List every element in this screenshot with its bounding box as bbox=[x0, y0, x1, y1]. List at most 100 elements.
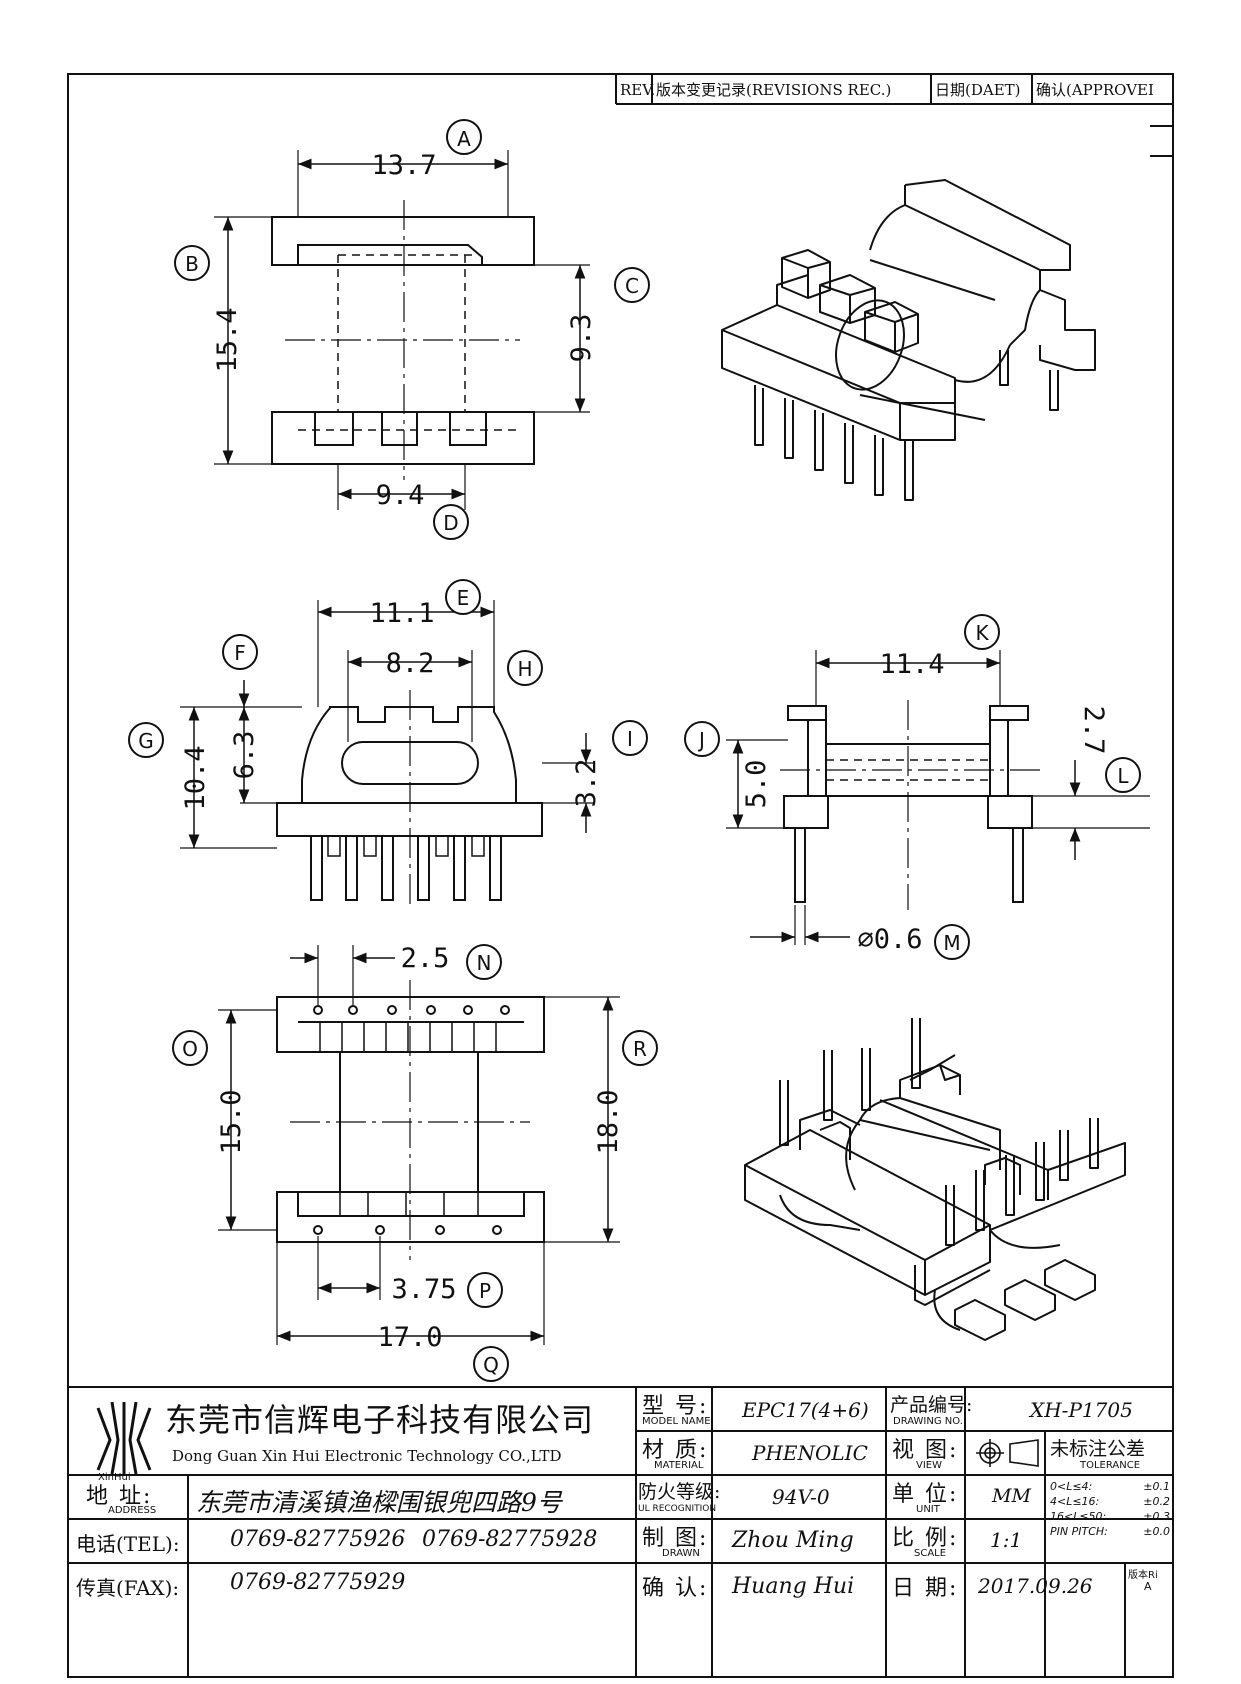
tolerance-row: PIN PITCH:±0.0 bbox=[1050, 1525, 1170, 1538]
svg-text:P: P bbox=[479, 1279, 491, 1303]
dim-E-value: 11.1 bbox=[369, 598, 434, 629]
fax-value: 0769-82775929 bbox=[230, 1570, 406, 1595]
svg-text:M: M bbox=[943, 931, 960, 955]
svg-text:A: A bbox=[457, 127, 471, 151]
material-sub: MATERIAL bbox=[654, 1460, 704, 1471]
dim-O: O bbox=[172, 1030, 208, 1066]
material-value: PHENOLIC bbox=[752, 1441, 868, 1465]
svg-text:H: H bbox=[517, 657, 532, 681]
unit-label: 单 位: bbox=[892, 1482, 959, 1507]
tolerance-row: 4<L≤16:±0.2 bbox=[1050, 1495, 1170, 1508]
version-label: 版本Ri bbox=[1128, 1570, 1158, 1581]
dim-C-value: 9.3 bbox=[566, 314, 597, 363]
ul-sub: UL RECOGNITION bbox=[638, 1504, 717, 1514]
projection-symbol-icon bbox=[976, 1439, 1039, 1467]
bottom-view bbox=[218, 945, 620, 1345]
dim-B-value: 15.4 bbox=[212, 307, 243, 372]
dim-B: B bbox=[174, 245, 210, 281]
svg-text:L: L bbox=[1117, 764, 1129, 788]
material-label: 材 质: bbox=[642, 1438, 709, 1463]
dim-R-value: 18.0 bbox=[593, 1089, 624, 1154]
dim-G: G bbox=[128, 722, 164, 758]
date-header-label: 日期(DAET) bbox=[935, 81, 1021, 99]
drawing-no-label: 产品编号: bbox=[890, 1394, 973, 1416]
svg-text:E: E bbox=[457, 586, 470, 610]
tolerance-row: 16<L≤50:±0.3 bbox=[1050, 1510, 1170, 1523]
svg-text:R: R bbox=[633, 1037, 647, 1061]
dim-I-value: 3.2 bbox=[571, 759, 602, 808]
dim-P: P bbox=[467, 1272, 503, 1308]
dim-D: D bbox=[433, 504, 469, 540]
view-sub: VIEW bbox=[916, 1460, 942, 1471]
date-label: 日 期: bbox=[892, 1576, 959, 1601]
company-name-cn: 东莞市信辉电子科技有限公司 bbox=[165, 1401, 595, 1439]
tel-label: 电话(TEL): bbox=[76, 1532, 180, 1556]
svg-text:Q: Q bbox=[483, 1353, 499, 1377]
dim-N-value: 2.5 bbox=[401, 943, 450, 974]
ul-label: 防火等级: bbox=[638, 1481, 721, 1503]
drawn-value: Zhou Ming bbox=[732, 1528, 854, 1553]
dim-L-value: 2.7 bbox=[1078, 706, 1109, 755]
revisions-label: 版本变更记录(REVISIONS REC.) bbox=[656, 81, 891, 99]
approve-header-label: 确认(APPROVEI bbox=[1036, 81, 1154, 99]
svg-text:J: J bbox=[697, 728, 705, 752]
unit-value: MM bbox=[992, 1485, 1031, 1507]
revision-table bbox=[615, 74, 1173, 157]
dim-P-value: 3.75 bbox=[391, 1274, 456, 1305]
drawn-label: 制 图: bbox=[642, 1526, 709, 1551]
tel-1: 0769-82775926 bbox=[230, 1527, 406, 1552]
dim-C: C bbox=[614, 267, 650, 303]
scale-label: 比 例: bbox=[892, 1526, 959, 1551]
view-label: 视 图: bbox=[892, 1438, 959, 1463]
scale-sub: SCALE bbox=[914, 1548, 947, 1559]
dim-Q: Q bbox=[473, 1346, 509, 1382]
confirm-value: Huang Hui bbox=[732, 1574, 855, 1599]
dim-R: R bbox=[622, 1030, 658, 1066]
scale-value: 1:1 bbox=[990, 1528, 1023, 1552]
fax-label: 传真(FAX): bbox=[76, 1576, 180, 1600]
dim-N: N bbox=[466, 944, 502, 980]
svg-text:O: O bbox=[182, 1037, 198, 1061]
dim-O-value: 15.0 bbox=[216, 1089, 247, 1154]
svg-text:N: N bbox=[477, 951, 492, 975]
svg-text:I: I bbox=[627, 727, 633, 751]
dim-K: K bbox=[964, 614, 1000, 650]
dim-L: L bbox=[1105, 757, 1141, 793]
rev-label: REV. bbox=[620, 81, 655, 99]
dim-J-value: 5.0 bbox=[741, 760, 772, 809]
svg-text:K: K bbox=[975, 621, 989, 645]
drawn-sub: DRAWN bbox=[662, 1548, 700, 1559]
model-label: 型 号: bbox=[642, 1394, 709, 1419]
address-label: 地 址: bbox=[86, 1484, 153, 1509]
title-block-grid bbox=[68, 1386, 1173, 1677]
isometric-view-bottom bbox=[744, 1018, 1126, 1341]
ul-value: 94V-0 bbox=[772, 1485, 830, 1509]
svg-text:G: G bbox=[138, 729, 154, 753]
model-value: EPC17(4+6) bbox=[742, 1398, 869, 1422]
date-value: 2017.09.26 bbox=[978, 1574, 1093, 1598]
xinhui-logo bbox=[96, 1401, 152, 1475]
svg-text:F: F bbox=[234, 641, 246, 665]
front-view-top bbox=[214, 150, 590, 510]
drawing-no-sub: DRAWING NO. bbox=[893, 1416, 963, 1427]
dim-I: I bbox=[612, 720, 648, 756]
end-view bbox=[726, 650, 1150, 945]
tel-2: 0769-82775928 bbox=[422, 1527, 598, 1552]
dim-K-value: 11.4 bbox=[879, 649, 944, 680]
company-name-en: Dong Guan Xin Hui Electronic Technology … bbox=[172, 1447, 562, 1465]
dim-M: M bbox=[934, 924, 970, 960]
logo-text: XinHui bbox=[98, 1472, 131, 1483]
unit-sub: UNIT bbox=[916, 1504, 940, 1515]
dim-A-value: 13.7 bbox=[371, 150, 436, 181]
svg-text:C: C bbox=[625, 274, 639, 298]
dim-A: A bbox=[446, 119, 482, 155]
address-sub: ADDRESS bbox=[108, 1505, 157, 1516]
tolerance-list: 0<L≤4:±0.1 4<L≤16:±0.2 16<L≤50:±0.3 PIN … bbox=[1050, 1479, 1170, 1539]
isometric-view-top bbox=[721, 179, 1096, 501]
version-value: A bbox=[1144, 1580, 1152, 1593]
confirm-label: 确 认: bbox=[642, 1576, 709, 1601]
dim-D-value: 9.4 bbox=[376, 480, 425, 511]
svg-text:B: B bbox=[185, 252, 199, 276]
dim-G-value: 10.4 bbox=[180, 745, 211, 810]
